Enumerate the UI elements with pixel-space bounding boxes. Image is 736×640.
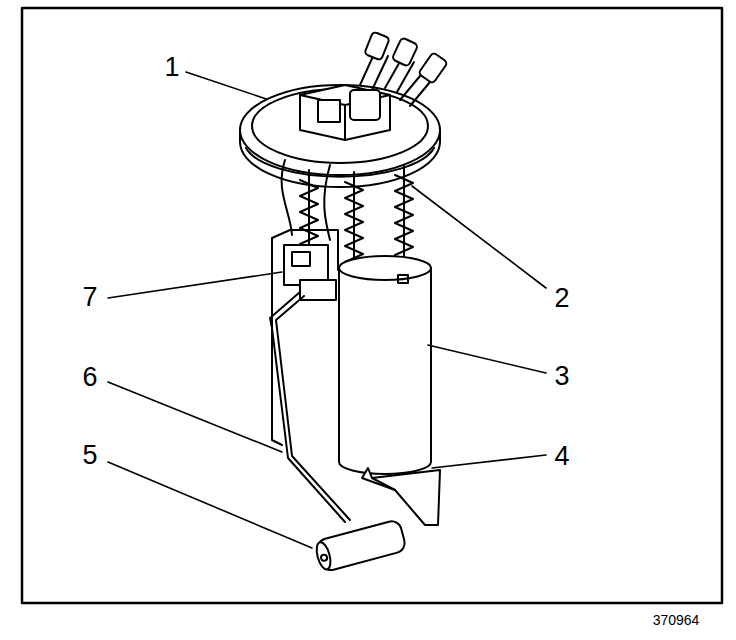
callout-number: 3 [554, 363, 569, 390]
callout-number: 1 [164, 54, 179, 81]
callout-number: 2 [554, 285, 569, 312]
callout-number: 6 [82, 364, 97, 391]
callout-number: 4 [554, 443, 569, 470]
callout-number: 5 [82, 442, 97, 469]
callout-number: 7 [82, 284, 97, 311]
figure-number: 370964 [653, 613, 700, 627]
